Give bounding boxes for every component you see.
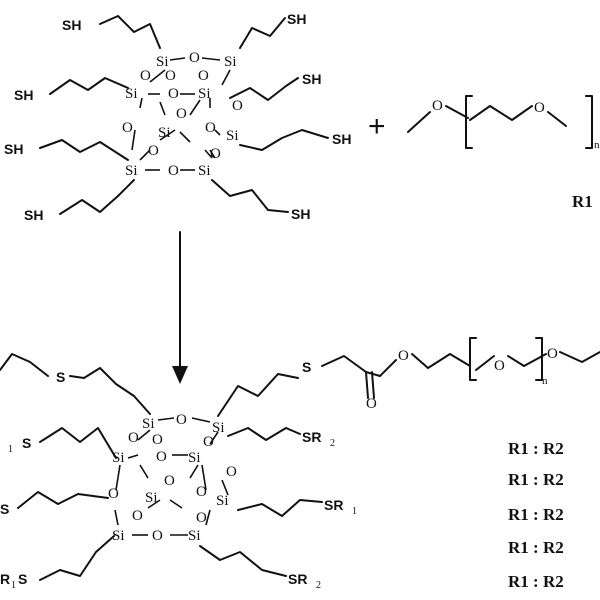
product-o-2: O bbox=[128, 430, 139, 446]
poss-sh-si-6: Si bbox=[226, 128, 239, 144]
ester-o: O bbox=[398, 348, 409, 364]
poss-sh-si-5: Si bbox=[158, 125, 171, 141]
ratio-table: R1 : R2 R1 : R2 R1 : R2 R1 : R2 R1 : R2 bbox=[508, 439, 564, 591]
poss-sh-o-7: O bbox=[122, 120, 133, 136]
poss-sh-molecule: Si Si Si Si Si Si Si Si O O O O O O O O … bbox=[4, 11, 351, 223]
product-si-3: Si bbox=[112, 450, 125, 466]
poss-sh-o-9: O bbox=[205, 120, 216, 136]
poss-sh-thiol-6: SH bbox=[332, 131, 351, 147]
product-o-6: O bbox=[226, 464, 237, 480]
peg-reagent: O O n bbox=[407, 95, 600, 151]
product-sr2-bottom-text: SR bbox=[288, 571, 307, 587]
ratio-row-3: R1 : R2 bbox=[508, 505, 564, 524]
product-sr2-top: SR 2 bbox=[302, 429, 335, 449]
product-si-8: Si bbox=[188, 528, 201, 544]
ratio-row-4: R1 : R2 bbox=[508, 538, 564, 557]
poss-sh-o-6: O bbox=[232, 98, 243, 114]
product-o-1: O bbox=[176, 412, 187, 428]
product-o-7: O bbox=[108, 486, 119, 502]
ratio-row-5: R1 : R2 bbox=[508, 572, 564, 591]
poss-sh-o-12: O bbox=[168, 163, 179, 179]
product-o-11: O bbox=[196, 510, 207, 526]
product-si-1: Si bbox=[142, 416, 155, 432]
product-si-6: Si bbox=[216, 493, 229, 509]
ratio-row-1: R1 : R2 bbox=[508, 439, 564, 458]
plus-sign: + bbox=[368, 110, 386, 143]
product-r1s-mid-sub: 1 bbox=[8, 444, 13, 455]
product-sr1-right-text: SR bbox=[324, 497, 343, 513]
poss-sh-o-10: O bbox=[148, 143, 159, 159]
product-o-3: O bbox=[152, 432, 163, 448]
peg-n-repeat: n bbox=[594, 139, 600, 151]
product-sr1-right: SR 1 bbox=[324, 497, 357, 517]
product-sr2-bottom-sub: 2 bbox=[316, 580, 321, 591]
product-s-2: S bbox=[302, 359, 311, 375]
poss-sh-o-8: O bbox=[176, 106, 187, 122]
product-si-7: Si bbox=[112, 528, 125, 544]
product-r1s-r: R bbox=[0, 571, 10, 587]
product-r1s-mid: 1 bbox=[8, 444, 13, 455]
product-s-3: S bbox=[22, 435, 31, 451]
product-s-4: S bbox=[0, 501, 9, 517]
peg-chain-o: O bbox=[494, 358, 505, 374]
poss-sh-thiol-1: SH bbox=[62, 17, 81, 33]
product-propyl-chains bbox=[0, 351, 600, 581]
product-o-9: O bbox=[196, 484, 207, 500]
poss-sh-si-1: Si bbox=[156, 54, 169, 70]
r1-label: R1 bbox=[572, 192, 593, 211]
product-sr2-top-text: SR bbox=[302, 429, 321, 445]
product-si-2: Si bbox=[212, 420, 225, 436]
poss-sh-o-2: O bbox=[140, 68, 151, 84]
peg-o-1: O bbox=[432, 98, 443, 114]
poss-sh-thiol-8: SH bbox=[291, 206, 310, 222]
product-o-4: O bbox=[203, 434, 214, 450]
poss-sh-thiol-3: SH bbox=[14, 87, 33, 103]
poss-sh-o-11: O bbox=[210, 146, 221, 162]
product-molecule: Si Si Si Si Si Si Si Si O O O O O O O O … bbox=[0, 337, 600, 591]
poss-sh-si-2: Si bbox=[224, 54, 237, 70]
peg-o-2: O bbox=[534, 100, 545, 116]
poss-sh-si-8: Si bbox=[198, 163, 211, 179]
peg-end-o: O bbox=[547, 346, 558, 362]
poss-sh-o-3: O bbox=[165, 68, 176, 84]
product-o-10: O bbox=[132, 508, 143, 524]
poss-sh-cage-bonds bbox=[131, 57, 231, 171]
poss-sh-propyl-chains bbox=[39, 15, 329, 215]
poss-sh-o-5: O bbox=[168, 86, 179, 102]
product-peg-n: n bbox=[542, 375, 548, 387]
product-o-5: O bbox=[156, 449, 167, 465]
product-sr2-bottom: SR 2 bbox=[288, 571, 321, 591]
poss-sh-si-4: Si bbox=[198, 86, 211, 102]
ratio-row-2: R1 : R2 bbox=[508, 470, 564, 489]
product-o-8: O bbox=[164, 473, 175, 489]
product-r1s-left: R 1 S bbox=[0, 571, 27, 591]
reaction-arrow bbox=[172, 231, 188, 384]
poss-sh-thiol-5: SH bbox=[4, 141, 23, 157]
product-cage-bonds bbox=[114, 417, 229, 536]
poss-sh-si-7: Si bbox=[125, 163, 138, 179]
poss-sh-o-1: O bbox=[189, 50, 200, 66]
poss-sh-si-3: Si bbox=[125, 86, 138, 102]
poss-sh-thiol-7: SH bbox=[24, 207, 43, 223]
product-s-1: S bbox=[56, 369, 65, 385]
ester-carbonyl-o: O bbox=[366, 396, 377, 412]
product-r1s-s: S bbox=[18, 571, 27, 587]
product-r1s-sub: 1 bbox=[11, 580, 16, 591]
poss-sh-o-4: O bbox=[198, 68, 209, 84]
product-si-4: Si bbox=[188, 450, 201, 466]
poss-sh-thiol-4: SH bbox=[302, 71, 321, 87]
product-sr2-top-sub: 2 bbox=[330, 438, 335, 449]
product-si-5: Si bbox=[145, 490, 158, 506]
product-sr1-right-sub: 1 bbox=[352, 506, 357, 517]
poss-sh-thiol-2: SH bbox=[287, 11, 306, 27]
product-o-12: O bbox=[152, 528, 163, 544]
